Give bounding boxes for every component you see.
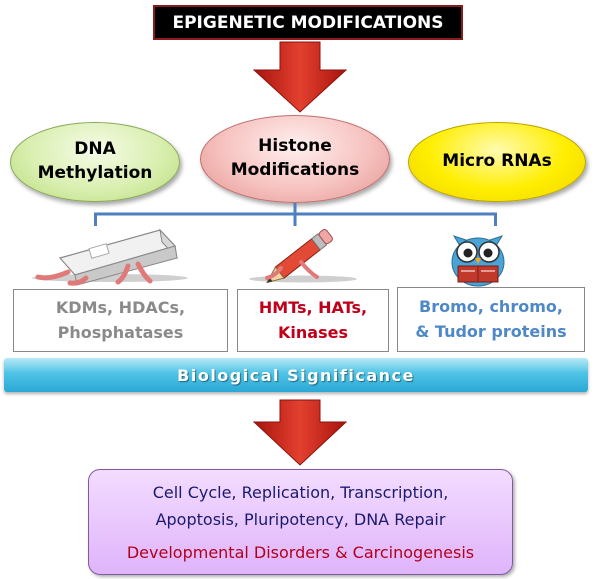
dna-methylation-label-1: DNA bbox=[74, 139, 116, 160]
writers-line-2: Kinases bbox=[278, 322, 348, 342]
reading-owl-icon bbox=[451, 235, 505, 287]
outcome-processes-line-1: Cell Cycle, Replication, Transcription, bbox=[152, 483, 449, 502]
micro-rnas-label: Micro RNAs bbox=[442, 151, 552, 172]
erasers-line-1: KDMs, HDACs, bbox=[55, 297, 186, 317]
writers-box: HMTs, HATs, Kinases bbox=[237, 289, 389, 352]
writers-line-1: HMTs, HATs, bbox=[258, 297, 368, 317]
eraser-icon bbox=[32, 228, 188, 286]
readers-line-2: & Tudor proteins bbox=[415, 321, 567, 341]
outcome-diseases-line: Developmental Disorders & Carcinogenesis bbox=[126, 543, 475, 562]
outcomes-box: Cell Cycle, Replication, Transcription, … bbox=[88, 469, 513, 575]
pencil-icon bbox=[249, 229, 357, 284]
erasers-box: KDMs, HDACs, Phosphatases bbox=[13, 289, 228, 352]
dna-methylation-label-2: Methylation bbox=[37, 163, 153, 183]
readers-line-1: Bromo, chromo, bbox=[419, 296, 563, 316]
histone-modifications-label-2: Modifications bbox=[230, 160, 360, 180]
diagram-title: EPIGENETIC MODIFICATIONS bbox=[153, 5, 463, 40]
dna-methylation-oval: DNA Methylation bbox=[10, 122, 180, 202]
readers-box: Bromo, chromo, & Tudor proteins bbox=[397, 287, 585, 352]
biological-significance-banner: Biological Significance bbox=[4, 358, 588, 392]
micro-rnas-oval: Micro RNAs bbox=[408, 122, 586, 202]
histone-modifications-label-1: Histone bbox=[258, 136, 332, 157]
erasers-line-2: Phosphatases bbox=[57, 322, 184, 342]
diagram-title-text: EPIGENETIC MODIFICATIONS bbox=[172, 12, 444, 33]
histone-modifications-oval: Histone Modifications bbox=[200, 115, 390, 203]
outcome-processes-line-2: Apoptosis, Pluripotency, DNA Repair bbox=[155, 510, 446, 529]
biological-significance-text: Biological Significance bbox=[177, 365, 415, 385]
